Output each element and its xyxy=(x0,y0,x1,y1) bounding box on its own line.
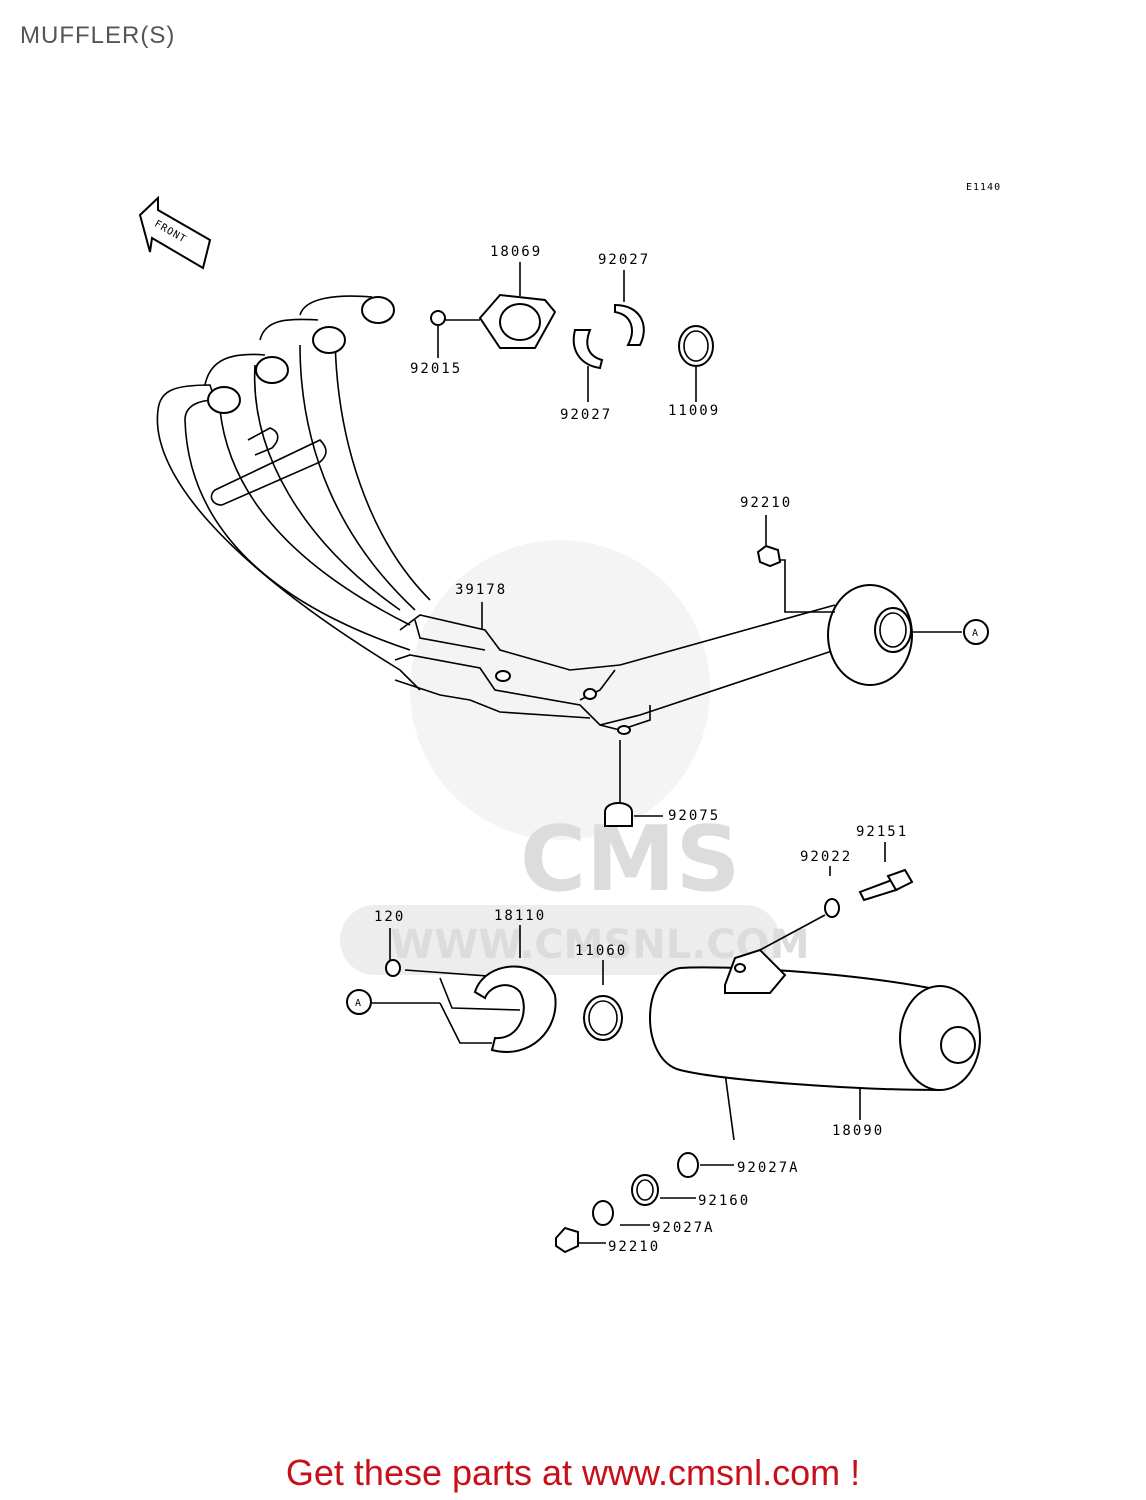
part-number-92075: 92075 xyxy=(668,808,720,824)
pipe-end-4 xyxy=(361,296,395,324)
part-number-11009: 11009 xyxy=(668,403,720,419)
part-number-92027-top: 92027 xyxy=(598,252,650,268)
pipe-end-1 xyxy=(207,386,241,414)
nut-92015 xyxy=(430,310,446,326)
bolt-120 xyxy=(385,959,401,977)
part-number-39178: 39178 xyxy=(455,582,507,598)
part-number-18110: 18110 xyxy=(494,908,546,924)
middle-hardware xyxy=(604,544,782,827)
bolt-hardware xyxy=(824,868,914,918)
part-number-92160: 92160 xyxy=(698,1193,750,1209)
cms-watermark: CMS WWW.CMSNL.COM xyxy=(340,540,810,975)
part-number-11060: 11060 xyxy=(575,943,627,959)
page-title: MUFFLER(S) xyxy=(20,22,176,49)
top-parts xyxy=(430,293,714,370)
part-number-92027A-1: 92027A xyxy=(737,1160,800,1176)
part-number-18090: 18090 xyxy=(832,1123,884,1139)
part-number-92015: 92015 xyxy=(410,361,462,377)
exhaust-collector-pipe xyxy=(394,584,913,735)
part-number-18069: 18069 xyxy=(490,244,542,260)
part-number-92210-bottom: 92210 xyxy=(608,1239,660,1255)
collar-92027A-2 xyxy=(592,1200,614,1226)
collar-92027-lower xyxy=(572,329,604,370)
pipe-end-3 xyxy=(312,326,346,354)
lower-parts xyxy=(385,959,623,1053)
callout-a-upper: A xyxy=(963,619,989,645)
part-number-92210-top: 92210 xyxy=(740,495,792,511)
part-number-120: 120 xyxy=(374,909,405,925)
silencer-18090 xyxy=(649,948,981,1092)
mount-stack xyxy=(555,1152,699,1254)
callout-a-upper-text: A xyxy=(972,628,979,639)
washer-92022 xyxy=(824,898,840,918)
nut-92210-top xyxy=(756,544,782,568)
rubber-92075 xyxy=(604,802,633,827)
bolt-92151 xyxy=(858,878,898,902)
exhaust-header-pipes xyxy=(156,295,431,691)
part-number-92027A-2: 92027A xyxy=(652,1220,715,1236)
nut-92210-bottom xyxy=(555,1226,579,1254)
part-number-labels: 18069 92027 92015 92027 11009 92210 3917… xyxy=(374,244,908,1255)
silencer-bracket xyxy=(724,948,787,994)
callout-a-lower: A xyxy=(346,989,372,1015)
promo-footer-link[interactable]: Get these parts at www.cmsnl.com ! xyxy=(285,1452,861,1493)
part-number-92022: 92022 xyxy=(800,849,852,865)
diagram-code: E1140 xyxy=(966,182,1001,193)
collar-92027-upper xyxy=(614,303,645,346)
grommet-92160 xyxy=(631,1174,659,1206)
part-number-92027-mid: 92027 xyxy=(560,407,612,423)
callout-a-lower-text: A xyxy=(355,998,362,1009)
front-direction-arrow: FRONT xyxy=(138,195,212,270)
part-number-92151: 92151 xyxy=(856,824,908,840)
cover-18110 xyxy=(473,965,557,1053)
pipe-end-2 xyxy=(255,356,289,384)
gasket-11060 xyxy=(583,995,623,1041)
collar-92027A-1 xyxy=(677,1152,699,1178)
